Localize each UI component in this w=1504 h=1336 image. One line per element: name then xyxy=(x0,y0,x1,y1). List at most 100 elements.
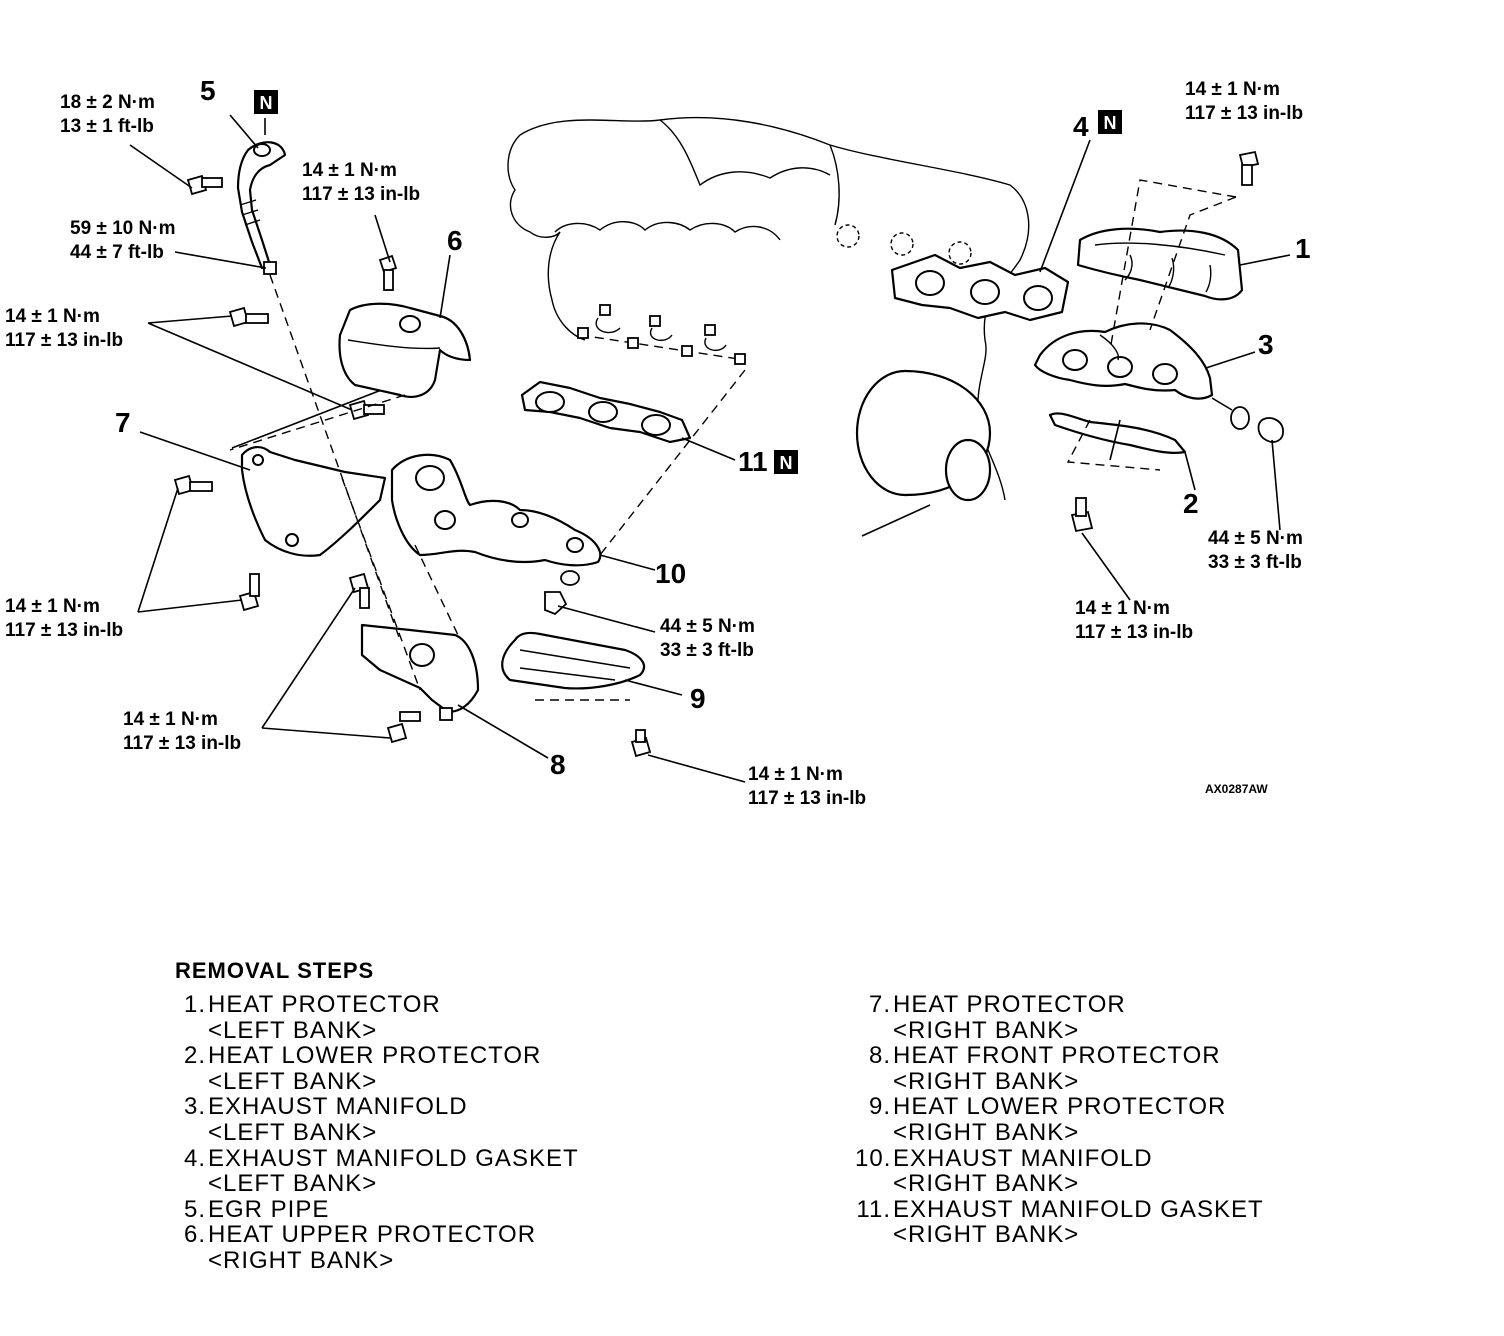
svg-text:N: N xyxy=(1104,113,1117,133)
step-number: 4. xyxy=(183,1144,206,1172)
step-bank: <RIGHT BANK> xyxy=(893,1016,1080,1044)
step-bank: <RIGHT BANK> xyxy=(893,1221,1080,1249)
svg-text:14 ± 1 N·m: 14 ± 1 N·m xyxy=(123,709,218,730)
removal-step-1: 1. HEAT PROTECTOR<LEFT BANK> xyxy=(170,992,690,1043)
step-part: EXHAUST MANIFOLD GASKET xyxy=(208,1144,579,1172)
step-part: HEAT UPPER PROTECTOR xyxy=(208,1221,537,1249)
torque-upper-protector-top: 14 ± 1 N·m 117 ± 13 in-lb xyxy=(302,160,420,205)
step-number: 7. xyxy=(868,991,891,1018)
step-number: 6. xyxy=(183,1221,206,1249)
svg-text:44 ± 5 N·m: 44 ± 5 N·m xyxy=(1208,528,1303,549)
removal-step-9: 9. HEAT LOWER PROTECTOR<RIGHT BANK> xyxy=(855,1094,1375,1145)
part-10-exhaust-manifold-right xyxy=(390,453,602,616)
part-4-exhaust-manifold-gasket-left xyxy=(890,253,1070,322)
right-bank-leaders xyxy=(129,114,746,783)
removal-step-4: 4. EXHAUST MANIFOLD GASKET<LEFT BANK> xyxy=(170,1144,690,1198)
callout-1: 1 xyxy=(1295,233,1311,264)
step-bank: <RIGHT BANK> xyxy=(893,1118,1080,1146)
svg-text:59 ± 10 N·m: 59 ± 10 N·m xyxy=(70,218,175,239)
svg-text:14 ± 1 N·m: 14 ± 1 N·m xyxy=(302,160,397,181)
svg-text:N: N xyxy=(260,93,273,113)
step-part: HEAT PROTECTOR xyxy=(893,991,1126,1018)
part-9-heat-lower-protector-right xyxy=(501,631,646,690)
svg-text:117 ± 13 in-lb: 117 ± 13 in-lb xyxy=(123,733,241,754)
new-part-mark-5: N xyxy=(254,90,278,114)
svg-text:18 ± 2 N·m: 18 ± 2 N·m xyxy=(60,92,155,113)
torque-lower-protector-9: 14 ± 1 N·m 117 ± 13 in-lb xyxy=(748,764,866,809)
torque-nut-right-bank: 44 ± 5 N·m 33 ± 3 ft-lb xyxy=(660,616,755,661)
callout-10: 10 xyxy=(655,558,686,589)
svg-text:N: N xyxy=(780,453,793,473)
torque-front-protector-8: 14 ± 1 N·m 117 ± 13 in-lb xyxy=(123,709,241,754)
removal-steps-title: REMOVAL STEPS xyxy=(175,958,375,983)
step-bank: <LEFT BANK> xyxy=(208,1067,378,1095)
removal-step-7: 7. HEAT PROTECTOR<RIGHT BANK> xyxy=(855,992,1375,1043)
step-part: EXHAUST MANIFOLD xyxy=(208,1093,468,1121)
step-number: 8. xyxy=(868,1042,891,1070)
svg-text:117 ± 13 in-lb: 117 ± 13 in-lb xyxy=(1075,622,1193,643)
step-bank: <RIGHT BANK> xyxy=(893,1170,1080,1198)
part-8-heat-front-protector-right xyxy=(360,623,480,721)
svg-text:14 ± 1 N·m: 14 ± 1 N·m xyxy=(5,306,100,327)
callout-8: 8 xyxy=(550,749,566,780)
torque-nut-left-bank: 44 ± 5 N·m 33 ± 3 ft-lb xyxy=(1208,528,1303,573)
removal-step-8: 8. HEAT FRONT PROTECTOR<RIGHT BANK> xyxy=(855,1043,1375,1094)
left-bank-leaders xyxy=(1039,139,1291,601)
removal-step-3: 3. EXHAUST MANIFOLD<LEFT BANK> xyxy=(170,1094,690,1145)
svg-text:117 ± 13 in-lb: 117 ± 13 in-lb xyxy=(302,184,420,205)
step-part: HEAT LOWER PROTECTOR xyxy=(208,1042,542,1070)
step-bank: <RIGHT BANK> xyxy=(893,1067,1080,1095)
step-part: EXHAUST MANIFOLD GASKET xyxy=(893,1195,1264,1223)
step-number: 1. xyxy=(183,991,206,1018)
removal-step-10: 10. EXHAUST MANIFOLD<RIGHT BANK> xyxy=(855,1144,1375,1198)
callout-2: 2 xyxy=(1183,488,1199,519)
svg-text:14 ± 1 N·m: 14 ± 1 N·m xyxy=(5,596,100,617)
step-bank: <LEFT BANK> xyxy=(208,1118,378,1146)
callout-7: 7 xyxy=(115,407,131,438)
part-3-exhaust-manifold-left xyxy=(1033,322,1214,400)
step-number: 3. xyxy=(183,1093,206,1121)
torque-left-bank-top: 14 ± 1 N·m 117 ± 13 in-lb xyxy=(1185,79,1303,124)
svg-text:14 ± 1 N·m: 14 ± 1 N·m xyxy=(1075,598,1170,619)
callout-5: 5 xyxy=(200,75,216,106)
removal-steps-left-column: 1. HEAT PROTECTOR<LEFT BANK> 2. HEAT LOW… xyxy=(170,992,690,1274)
svg-text:14 ± 1 N·m: 14 ± 1 N·m xyxy=(1185,79,1280,100)
callout-9: 9 xyxy=(690,683,706,714)
exploded-view-diagram: 1 2 3 4 N 5 N 6 7 8 9 10 11 N 18 ± 2 N·m… xyxy=(5,75,1311,809)
torque-specs: 18 ± 2 N·m 13 ± 1 ft-lb 59 ± 10 N·m 44 ±… xyxy=(5,79,1303,809)
step-number: 9. xyxy=(868,1093,891,1121)
callout-4: 4 xyxy=(1073,111,1089,142)
engine-outline xyxy=(507,116,1030,537)
callout-3: 3 xyxy=(1258,329,1274,360)
step-part: HEAT LOWER PROTECTOR xyxy=(893,1093,1227,1121)
step-part: HEAT FRONT PROTECTOR xyxy=(893,1042,1221,1070)
new-part-mark-11: N xyxy=(774,450,798,474)
left-bank-fasteners xyxy=(1070,150,1284,533)
torque-upper-protector-left: 14 ± 1 N·m 117 ± 13 in-lb xyxy=(5,306,123,351)
callout-11: 11 xyxy=(738,446,768,477)
removal-step-2: 2. HEAT LOWER PROTECTOR<LEFT BANK> xyxy=(170,1043,690,1094)
step-number: 10. xyxy=(855,1144,892,1172)
removal-steps: REMOVAL STEPS 1. HEAT PROTECTOR<LEFT BAN… xyxy=(0,950,1504,1290)
part-6-heat-upper-protector-right xyxy=(338,302,472,398)
torque-egr-pipe: 59 ± 10 N·m 44 ± 7 ft-lb xyxy=(70,218,175,263)
callout-6: 6 xyxy=(447,225,463,256)
svg-text:44 ± 7 ft-lb: 44 ± 7 ft-lb xyxy=(70,242,164,263)
removal-step-5: 5. EGR PIPE xyxy=(170,1197,690,1223)
step-number: 11. xyxy=(856,1195,891,1223)
removal-step-6: 6. HEAT UPPER PROTECTOR<RIGHT BANK> xyxy=(170,1222,690,1273)
removal-step-11: 11. EXHAUST MANIFOLD GASKET<RIGHT BANK> xyxy=(855,1195,1375,1249)
torque-heat-protector-7: 14 ± 1 N·m 117 ± 13 in-lb xyxy=(5,596,123,641)
svg-text:117 ± 13 in-lb: 117 ± 13 in-lb xyxy=(5,620,123,641)
right-bank-fasteners xyxy=(173,174,652,758)
step-bank: <LEFT BANK> xyxy=(208,1170,378,1198)
step-bank: <RIGHT BANK> xyxy=(208,1246,395,1274)
svg-text:33 ± 3 ft-lb: 33 ± 3 ft-lb xyxy=(1208,552,1302,573)
torque-lower-protector-2: 14 ± 1 N·m 117 ± 13 in-lb xyxy=(1075,598,1193,643)
svg-text:117 ± 13 in-lb: 117 ± 13 in-lb xyxy=(1185,103,1303,124)
svg-text:13 ± 1 ft-lb: 13 ± 1 ft-lb xyxy=(60,116,154,137)
svg-text:44 ± 5 N·m: 44 ± 5 N·m xyxy=(660,616,755,637)
step-part: EXHAUST MANIFOLD xyxy=(893,1144,1153,1172)
step-part: HEAT PROTECTOR xyxy=(208,991,441,1018)
step-part: EGR PIPE xyxy=(208,1195,330,1223)
